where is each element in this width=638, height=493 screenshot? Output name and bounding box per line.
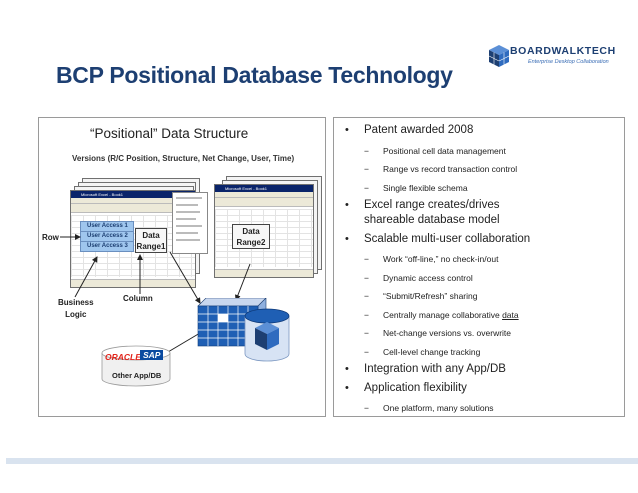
excel-toolbar-left	[71, 204, 195, 213]
data-range1-line1: Data	[142, 231, 160, 240]
bullet-1-sub-3: −Single flexible schema	[364, 182, 468, 193]
business-logic-line1: Business	[58, 298, 94, 307]
bullet-3-sub-4: −Centrally manage collaborative data	[364, 309, 519, 320]
bullet-3-sub-5: −Net-change versions vs. overwrite	[364, 328, 512, 338]
data-range2-line1: Data	[242, 227, 260, 236]
other-app-db-label: Other App/DB	[112, 371, 162, 380]
versions-label: Versions (R/C Position, Structure, Net C…	[72, 154, 295, 163]
bullet-3-sub-1: −Work “off-line,” no check-in/out	[364, 254, 499, 264]
boardwalktech-logo: BOARDWALKTECH Enterprise Desktop Collabo…	[488, 42, 628, 72]
excel-titlebar-left: Microsoft Excel - Book1	[71, 191, 195, 198]
features-panel	[333, 117, 625, 417]
bullet-1: •Patent awarded 2008	[345, 124, 474, 136]
column-label: Column	[123, 294, 153, 303]
sap-logo: SAP	[140, 350, 164, 360]
feature-bullet-list: •Patent awarded 2008 −Positional cell da…	[343, 119, 623, 414]
data-range1: Data Range1	[135, 228, 167, 253]
bullet-3: •Scalable multi-user collaboration	[345, 232, 531, 245]
cube-logo-icon	[488, 45, 510, 67]
bullet-3-sub-3: −“Submit/Refresh” sharing	[364, 291, 478, 301]
bullet-2: •Excel range creates/drives shareable da…	[345, 198, 500, 226]
data-range1-line2: Range1	[136, 242, 166, 251]
diagram-heading: “Positional” Data Structure	[90, 126, 249, 141]
bullet-1-sub-2: −Range vs record transaction control	[364, 164, 518, 174]
row-label: Row	[42, 233, 59, 242]
excel-dropdown-menu	[172, 192, 208, 254]
diagram-panel	[38, 117, 326, 417]
other-db-cylinder-icon	[101, 345, 171, 387]
bullet-5: •Application flexibility	[345, 381, 467, 394]
excel-statusbar-left	[71, 279, 195, 287]
bullet-3-sub-2: −Dynamic access control	[364, 272, 473, 283]
data-range2-line2: Range2	[236, 238, 266, 247]
user-access-3: User Access 3	[80, 241, 134, 252]
footer-band	[6, 458, 638, 464]
excel-menubar-left	[71, 198, 195, 204]
excel-titlebar-right: Microsoft Excel - Book1	[215, 185, 313, 192]
logo-tagline: Enterprise Desktop Collaboration	[528, 59, 609, 65]
database-cylinder-icon	[244, 308, 290, 362]
bullet-5-sub-1: −One platform, many solutions	[364, 403, 494, 413]
logo-name: BOARDWALKTECH	[510, 45, 616, 57]
bullet-3-sub-6: −Cell-level change tracking	[364, 346, 481, 357]
business-logic-line2: Logic	[65, 310, 87, 319]
slide-title: BCP Positional Database Technology	[56, 62, 453, 88]
data-range2: Data Range2	[232, 224, 270, 249]
bullet-4: •Integration with any App/DB	[345, 362, 506, 375]
oracle-logo: ORACLE	[105, 352, 141, 362]
business-logic-label: Business Logic	[58, 297, 94, 321]
bullet-1-sub-1: −Positional cell data management	[364, 145, 506, 156]
